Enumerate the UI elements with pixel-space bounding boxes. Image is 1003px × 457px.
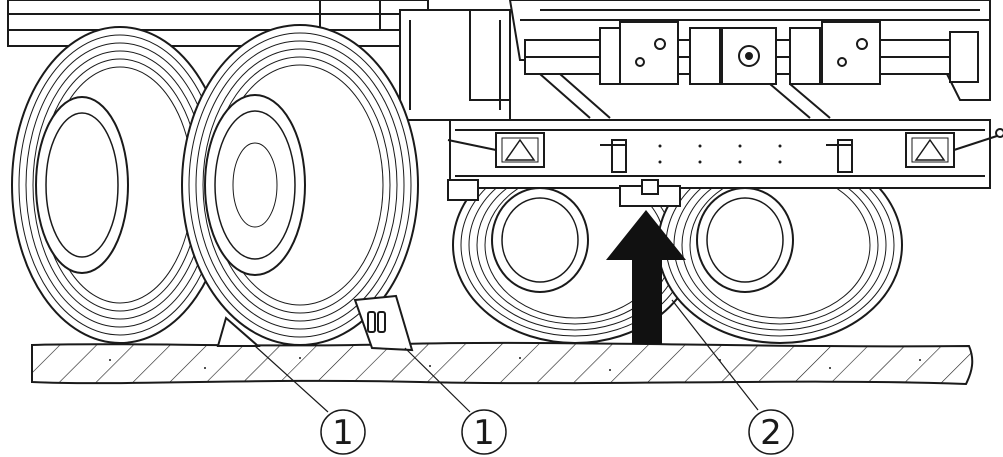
rear-wheel-right xyxy=(657,146,903,344)
gearbox-left xyxy=(619,21,679,85)
callout-leaders xyxy=(254,299,759,413)
callout-2: 2 xyxy=(748,409,794,455)
leader-line-1a xyxy=(254,345,329,413)
callout-circle xyxy=(461,409,507,455)
leader-line-1b xyxy=(404,347,471,413)
leader-line-2 xyxy=(671,299,759,411)
gearbox-right xyxy=(821,21,881,85)
callout-label: 1 xyxy=(473,413,495,453)
jack-support-arrow xyxy=(606,210,686,344)
tail-light-left xyxy=(495,132,545,168)
callout-label: 2 xyxy=(760,413,782,453)
drive-shaft-assembly xyxy=(524,21,979,119)
front-wheel-right xyxy=(181,24,419,346)
hitch-plate xyxy=(641,179,659,195)
callout-1b: 1 xyxy=(461,409,507,455)
wheel-chock-rear xyxy=(353,294,414,352)
rear-bumper-beam xyxy=(447,119,1003,207)
tail-light-right xyxy=(905,132,955,168)
front-wheel-left xyxy=(11,26,229,344)
ground-section xyxy=(31,341,974,386)
callout-circle xyxy=(748,409,794,455)
callout-label: 1 xyxy=(332,413,354,453)
callout-1a: 1 xyxy=(320,409,366,455)
callout-circle xyxy=(320,409,366,455)
wheel-chock-front xyxy=(216,316,261,347)
